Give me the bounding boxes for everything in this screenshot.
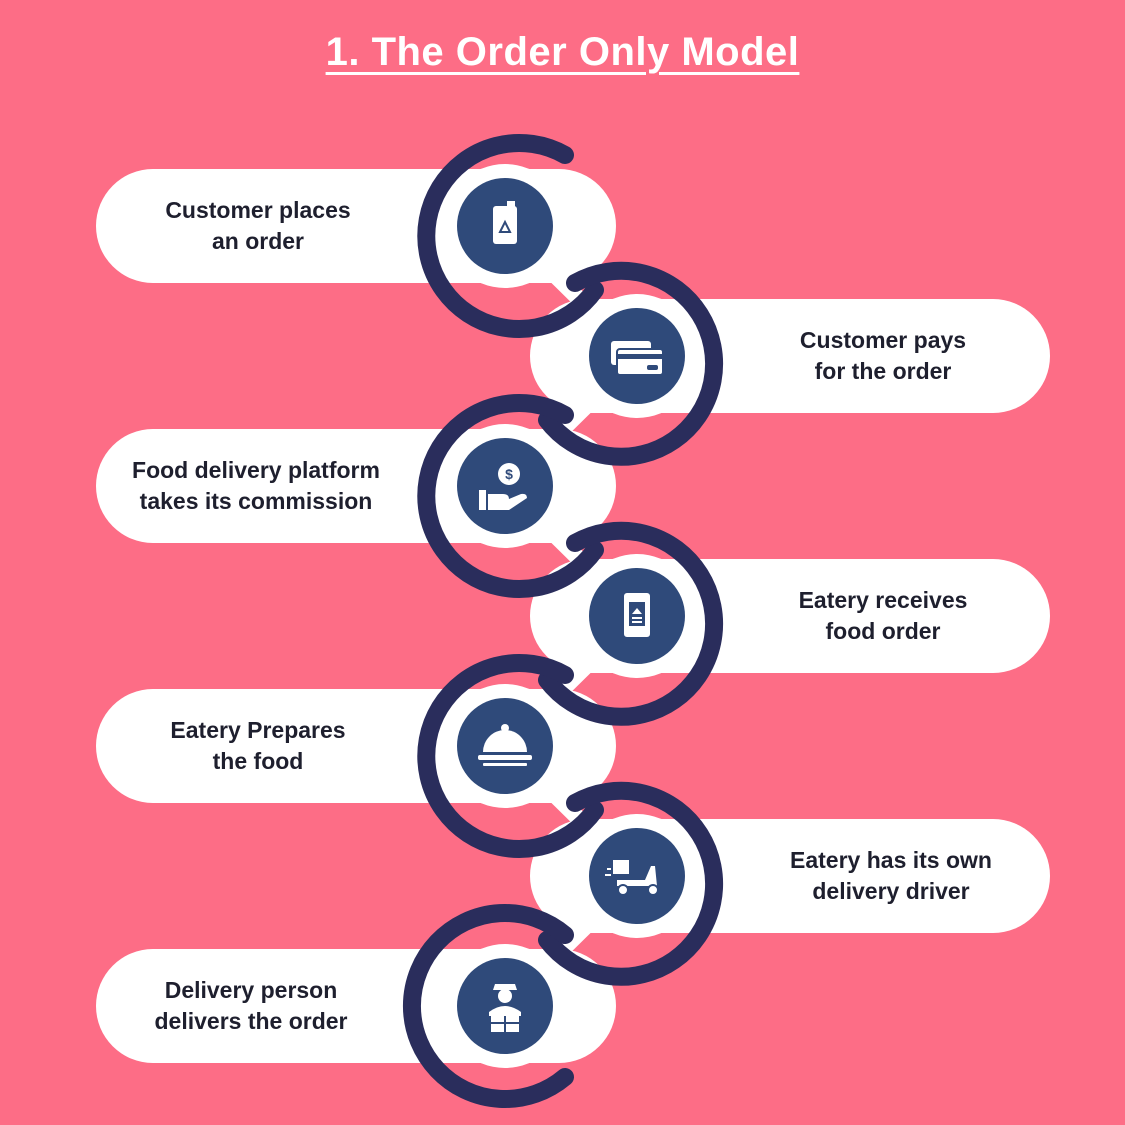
- step-node-5: [443, 684, 567, 808]
- title-text: 1. The Order Only Model: [325, 30, 800, 74]
- mobile-order-icon: [493, 201, 517, 244]
- step-node-1: [443, 164, 567, 288]
- step-label-3: Food delivery platform takes its commiss…: [132, 457, 380, 514]
- arc-ring-5: [417, 653, 604, 858]
- step-label-7: Delivery person delivers the order: [154, 977, 348, 1034]
- step-label-6: Eatery has its own delivery driver: [790, 847, 992, 904]
- mobile-receipt-icon: [624, 593, 650, 637]
- page-title: 1. The Order Only Model: [0, 30, 1125, 75]
- arc-ring-1: [417, 133, 604, 338]
- step-label-5: Eatery Prepares the food: [170, 717, 346, 774]
- hand-coin-icon: $: [479, 463, 527, 510]
- step-node-7: [443, 944, 567, 1068]
- delivery-scooter-icon: [605, 860, 659, 896]
- svg-text:$: $: [505, 466, 513, 482]
- arc-ring-7: [403, 904, 574, 1108]
- step-node-3: $: [443, 424, 567, 548]
- step-label-1: Customer places an order: [165, 197, 351, 254]
- arc-ring-6: [538, 781, 724, 986]
- arc-rings: [403, 133, 724, 1108]
- food-cloche-icon: [478, 724, 532, 766]
- step-label-2: Customer pays for the order: [799, 327, 967, 384]
- step-node-4: [575, 554, 699, 678]
- step-node-6: [575, 814, 699, 938]
- arc-ring-3: [417, 393, 604, 598]
- step-label-4: Eatery receives food order: [798, 587, 968, 644]
- delivery-person-icon: [489, 984, 521, 1032]
- arc-ring-2: [538, 261, 724, 466]
- credit-card-icon: [611, 341, 664, 376]
- step-node-2: [575, 294, 699, 418]
- arc-ring-4: [538, 521, 724, 726]
